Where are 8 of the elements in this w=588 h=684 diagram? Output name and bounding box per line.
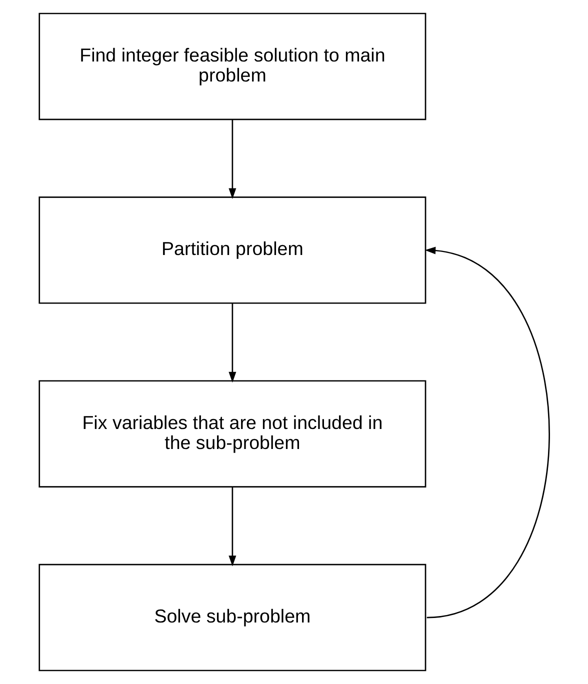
node-box: Fix variables that are not included in the sub-problem — [38, 380, 426, 488]
node-box: Find integer feasible solution to main problem — [38, 12, 426, 120]
arrow — [424, 246, 550, 618]
node-box: Solve sub-problem — [38, 564, 426, 672]
node-box: Partition problem — [38, 196, 426, 304]
arrow — [228, 120, 236, 199]
arrow — [228, 303, 236, 383]
arrow — [228, 487, 236, 566]
